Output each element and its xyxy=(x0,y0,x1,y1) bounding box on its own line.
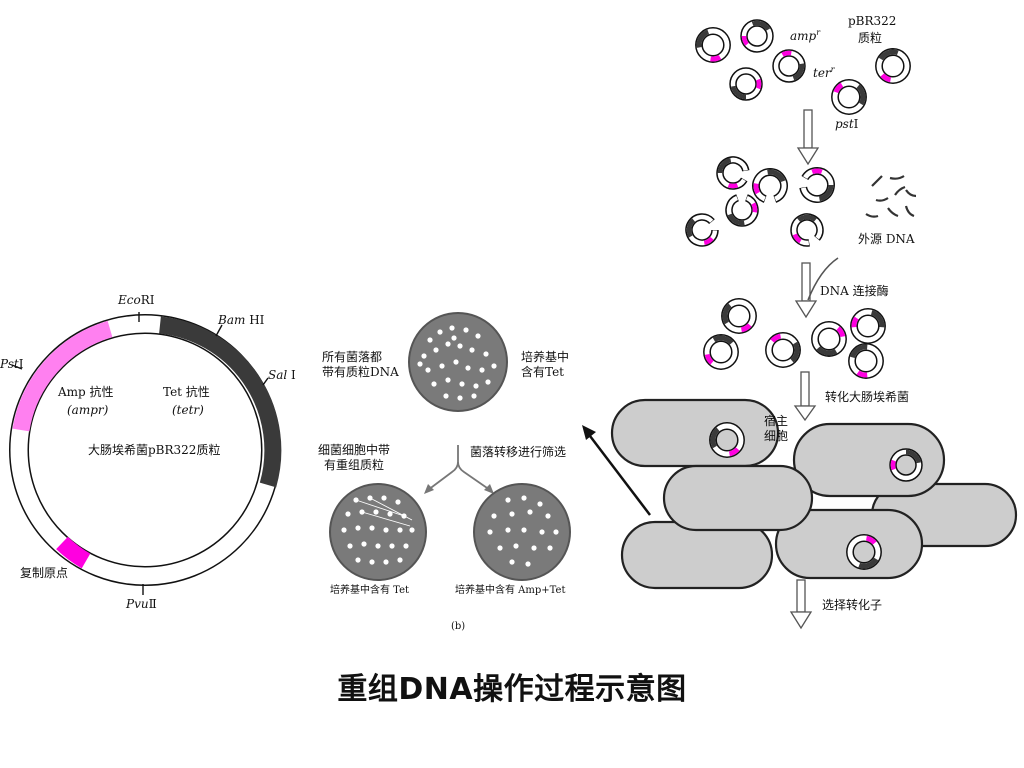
down-arrow-1 xyxy=(796,109,820,166)
plasmid-group-initial xyxy=(695,19,911,115)
mini-plasmid xyxy=(790,213,824,247)
screening-panel xyxy=(329,312,571,581)
mini-plasmid xyxy=(799,167,835,203)
sal-label: Sal Ⅰ xyxy=(268,368,296,382)
bam-label: Bam HⅠ xyxy=(218,313,264,327)
bacterial-cell xyxy=(620,520,774,590)
bam-enzyme-name: Bam xyxy=(218,313,246,327)
ori-label: 复制原点 xyxy=(20,566,69,580)
sal-roman: Ⅰ xyxy=(291,368,296,382)
foreign-dna-fragments xyxy=(865,175,917,218)
pst-marker xyxy=(11,364,23,370)
plate-right-colonies xyxy=(487,495,559,567)
pst-roman: Ⅰ xyxy=(18,357,24,371)
down-arrow-4 xyxy=(789,579,813,630)
ter-sup: r xyxy=(830,65,835,74)
amp-resistance-label: Amp 抗性 xyxy=(58,385,114,399)
down-arrow-2 xyxy=(794,257,839,319)
plate-left-colonies xyxy=(341,495,415,565)
plate-left-label: 培养基中含有 Tet xyxy=(330,585,410,596)
ligase-label: DNA 连接酶 xyxy=(820,284,889,298)
mini-plasmid xyxy=(703,334,739,370)
pst-enzyme-name: Pst xyxy=(0,357,19,371)
ter-r-label: terr xyxy=(813,63,835,80)
bam-marker xyxy=(215,324,223,337)
page-title: 重组DNA操作过程示意图 xyxy=(337,672,687,707)
mini-plasmid xyxy=(729,67,763,101)
amp-text: amp xyxy=(790,29,817,43)
pst-cut-text: pst xyxy=(835,117,854,131)
host-cell-label: 宿主 细胞 xyxy=(764,414,789,443)
pst-cut-roman: Ⅰ xyxy=(853,117,859,131)
amp-gene-label: (ampr) xyxy=(67,403,109,417)
down-arrow-3 xyxy=(793,371,817,422)
pvu-roman: Ⅱ xyxy=(148,597,157,611)
mini-plasmid xyxy=(716,156,750,190)
foreign-dna-label: 外源 DNA xyxy=(858,232,915,246)
ter-text: ter xyxy=(813,66,831,80)
plate-left-transfer-lines xyxy=(355,497,413,527)
plate-right xyxy=(473,483,571,581)
ori-segment xyxy=(56,536,91,569)
pvu-label: PvuⅡ xyxy=(126,597,157,611)
plate-top-colonies xyxy=(417,325,497,401)
tet-segment xyxy=(159,316,282,488)
sal-marker xyxy=(262,377,269,386)
bacterial-cells xyxy=(610,398,1018,590)
bacterial-cell xyxy=(662,464,814,532)
pvu-enzyme-name: Pvu xyxy=(126,597,149,611)
pst-cut-label: pstⅠ xyxy=(835,117,858,131)
zhili-label: 质粒 xyxy=(858,31,883,45)
plasmid-group-recombinant xyxy=(703,298,886,379)
mini-plasmid xyxy=(695,27,731,63)
plasmid-map xyxy=(9,312,282,595)
eco-enzyme-name: Eco xyxy=(118,293,141,307)
mini-plasmid xyxy=(831,79,867,115)
pst-label: PstⅠ xyxy=(0,357,23,371)
amp-sup: r xyxy=(816,28,821,37)
panel-b-label: (b) xyxy=(451,621,466,632)
pbr322-label: pBR322 xyxy=(848,14,897,28)
mini-plasmid xyxy=(875,48,911,84)
plate-right-label: 培养基中含有 Amp+Tet xyxy=(455,585,566,596)
bam-roman: HⅠ xyxy=(249,313,265,327)
recombinant-cells-label: 细菌细胞中带 有重组质粒 xyxy=(318,443,391,472)
eco-roman: RⅠ xyxy=(140,293,155,307)
medium-tet-label: 培养基中 含有Tet xyxy=(521,350,570,379)
plasmid-name-label: 大肠埃希菌pBR322质粒 xyxy=(88,443,221,457)
fork-left xyxy=(427,445,459,491)
tet-resistance-label: Tet 抗性 xyxy=(163,385,210,399)
sal-enzyme-name: Sal xyxy=(268,368,288,382)
cells-to-screening-arrow xyxy=(582,425,651,516)
mini-plasmid xyxy=(848,343,884,379)
all-colonies-label: 所有菌落都 带有质粒DNA xyxy=(322,350,399,379)
mini-plasmid xyxy=(772,49,806,83)
mini-plasmid xyxy=(765,332,801,368)
fork-right xyxy=(457,461,491,491)
mini-plasmid xyxy=(685,213,719,247)
mini-plasmid xyxy=(752,168,788,203)
mini-plasmid xyxy=(740,19,774,53)
plate-left xyxy=(329,483,427,581)
transform-label: 转化大肠埃希菌 xyxy=(825,390,910,404)
mini-plasmid xyxy=(889,448,923,482)
colony-transfer-label: 菌落转移进行筛选 xyxy=(470,445,567,459)
plasmid-group-cut xyxy=(685,156,835,247)
tet-gene-label: (tetr) xyxy=(172,403,204,417)
bacterial-cell xyxy=(610,398,780,468)
mini-plasmid xyxy=(709,422,745,458)
mini-plasmid xyxy=(725,194,759,227)
select-transformant-label: 选择转化子 xyxy=(822,598,883,612)
mini-plasmid xyxy=(850,308,886,344)
mini-plasmid xyxy=(811,321,847,357)
amp-segment xyxy=(12,320,113,432)
mini-plasmid xyxy=(846,534,882,570)
eco-label: EcoRⅠ xyxy=(118,293,155,307)
amp-r-label: ampr xyxy=(790,26,820,43)
mini-plasmid xyxy=(721,298,757,334)
plasmid-group-in-cells xyxy=(709,422,923,570)
